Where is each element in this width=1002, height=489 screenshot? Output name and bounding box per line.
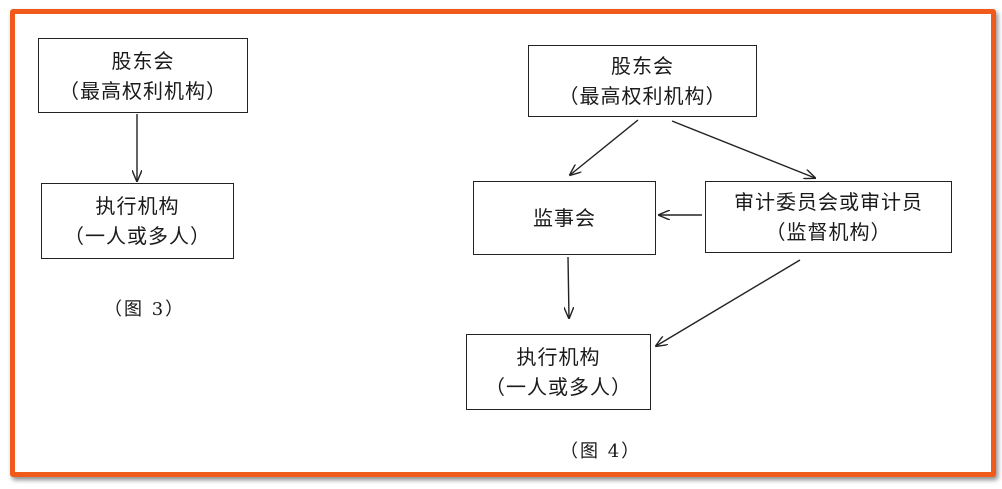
fig4-shareholders-title: 股东会 [611,54,674,78]
fig3-caption: （图 3） [104,299,186,320]
fig4-audit-subtitle: （监督机构） [765,220,892,244]
fig3-executive-title: 执行机构 [95,194,180,218]
fig4-shareholders-subtitle: （最高权利机构） [558,84,727,108]
fig3-executive-box: 执行机构 （一人或多人） [41,183,234,259]
fig4-executive-box: 执行机构 （一人或多人） [466,334,651,410]
fig4-arrow-audit-to-executive [656,259,801,346]
fig3-shareholders-box: 股东会 （最高权利机构） [38,38,248,113]
fig4-shareholders-box: 股东会 （最高权利机构） [528,45,757,117]
fig4-executive-title: 执行机构 [516,345,601,369]
fig4-caption: （图 4） [560,441,642,462]
fig4-supervisory-title: 监事会 [533,206,596,230]
fig4-arrow-shareholders-to-supervisory [570,119,639,175]
fig4-arrow-supervisory-to-executive [568,256,569,318]
fig3-shareholders-title: 股东会 [111,48,175,73]
fig3-shareholders-subtitle: （最高权利机构） [59,78,227,103]
fig4-executive-subtitle: （一人或多人） [485,375,632,399]
fig4-arrow-shareholders-to-audit [671,120,815,178]
fig3-executive-subtitle: （一人或多人） [64,224,211,248]
fig4-audit-title: 审计委员会或审计员 [734,190,923,214]
fig4-supervisory-box: 监事会 [473,181,656,255]
fig4-audit-box: 审计委员会或审计员 （监督机构） [705,181,952,253]
